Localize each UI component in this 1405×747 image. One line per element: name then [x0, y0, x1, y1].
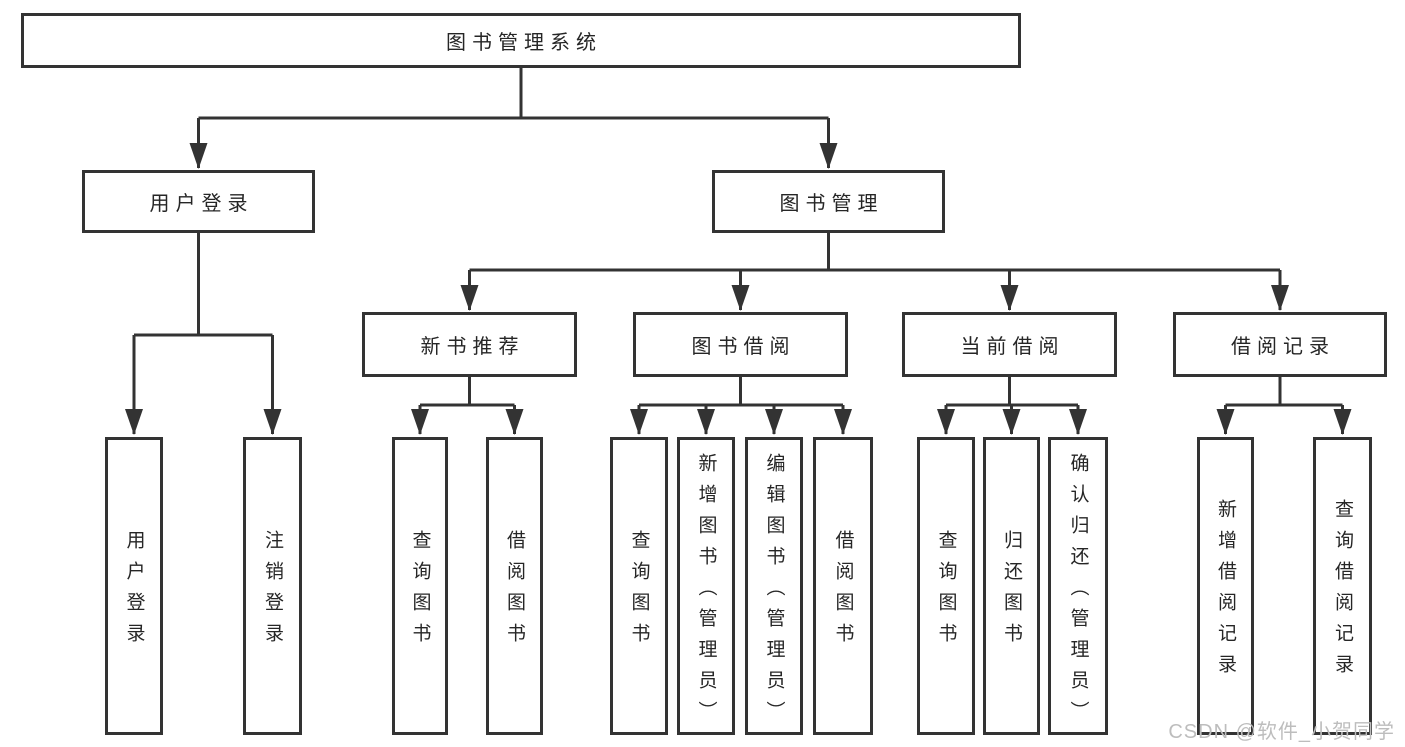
- node-label: 新增图书（管理员）: [695, 452, 717, 732]
- node-current-borrowing: 当前借阅: [902, 312, 1117, 377]
- node-leaf-query-borrow-record: 查询借阅记录: [1313, 437, 1372, 735]
- node-label: 查询图书: [935, 530, 957, 654]
- node-label: 用户登录: [149, 193, 254, 215]
- node-label: 查询图书: [409, 530, 431, 654]
- node-label: 借阅记录: [1231, 336, 1335, 358]
- node-label: 图书管理: [779, 193, 884, 215]
- node-leaf-query-books-1: 查询图书: [392, 437, 448, 735]
- node-leaf-confirm-return-admin: 确认归还（管理员）: [1048, 437, 1108, 735]
- node-label: 查询图书: [628, 530, 650, 654]
- node-leaf-borrow-books-2: 借阅图书: [813, 437, 873, 735]
- node-leaf-edit-books-admin: 编辑图书（管理员）: [745, 437, 803, 735]
- node-borrowing-records: 借阅记录: [1173, 312, 1387, 377]
- node-label: 新书推荐: [420, 336, 525, 358]
- node-label: 借阅图书: [832, 530, 854, 654]
- node-leaf-add-borrow-record: 新增借阅记录: [1197, 437, 1254, 735]
- node-label: 查询借阅记录: [1332, 499, 1353, 685]
- node-label: 图书管理系统: [446, 32, 602, 54]
- node-label: 注销登录: [262, 530, 283, 654]
- node-label: 确认归还（管理员）: [1067, 452, 1089, 732]
- node-leaf-add-books-admin: 新增图书（管理员）: [677, 437, 735, 735]
- node-leaf-borrow-books-1: 借阅图书: [486, 437, 543, 735]
- node-label: 借阅图书: [504, 530, 525, 654]
- csdn-watermark: CSDN @软件_小贺同学: [1168, 721, 1395, 743]
- node-leaf-query-books-3: 查询图书: [917, 437, 975, 735]
- node-leaf-user-login: 用户登录: [105, 437, 163, 735]
- node-root-system: 图书管理系统: [21, 13, 1021, 68]
- node-user-login-module: 用户登录: [82, 170, 315, 233]
- node-book-borrowing: 图书借阅: [633, 312, 848, 377]
- node-book-management-module: 图书管理: [712, 170, 945, 233]
- node-leaf-logout: 注销登录: [243, 437, 302, 735]
- node-label: 当前借阅: [960, 336, 1065, 358]
- node-new-book-recommendation: 新书推荐: [362, 312, 577, 377]
- node-label: 新增借阅记录: [1215, 499, 1236, 685]
- node-label: 用户登录: [123, 530, 145, 654]
- node-label: 图书借阅: [691, 336, 796, 358]
- node-leaf-return-books: 归还图书: [983, 437, 1040, 735]
- node-label: 编辑图书（管理员）: [763, 452, 785, 732]
- node-label: 归还图书: [1001, 530, 1022, 654]
- node-leaf-query-books-2: 查询图书: [610, 437, 668, 735]
